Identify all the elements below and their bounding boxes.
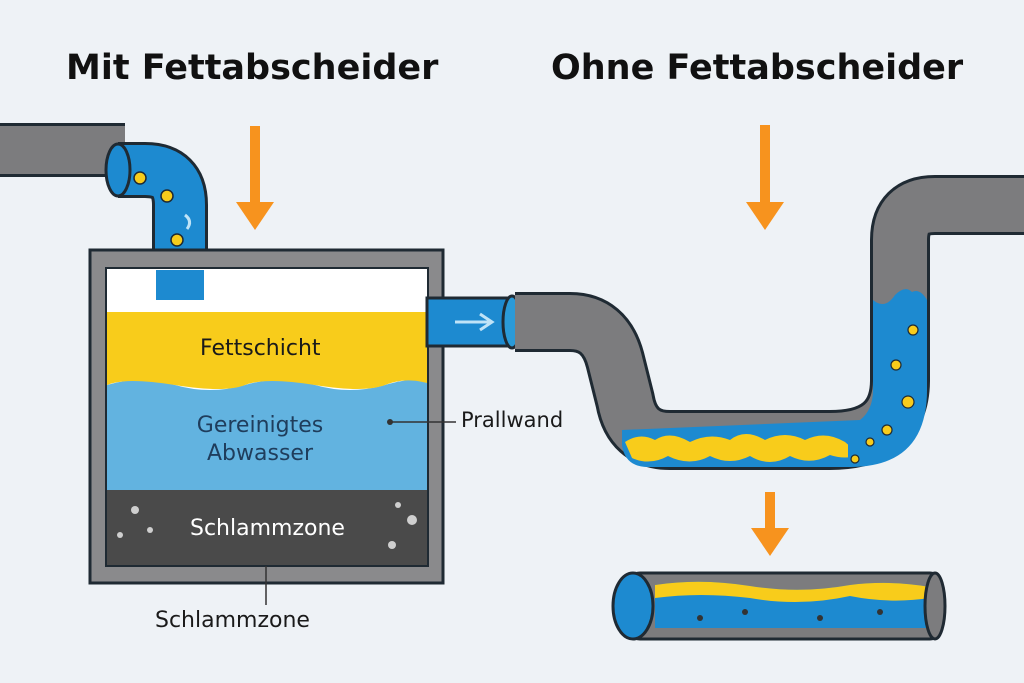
flow-arrow <box>455 312 495 332</box>
label-sludge-zone-outer: Schlammzone <box>155 608 310 633</box>
backed-up-water <box>622 289 927 467</box>
clean-water-layer <box>107 379 427 490</box>
grease-layer <box>107 312 427 389</box>
title-with-trap: Mit Fettabscheider <box>66 48 439 88</box>
label-clean-water: Gereinigtes Abwasser <box>196 413 324 466</box>
grease-blockage <box>625 434 860 462</box>
arrow-right-top <box>746 125 784 230</box>
clogged-pipe-section <box>611 571 947 641</box>
title-without-trap: Ohne Fettabscheider <box>551 48 964 88</box>
label-baffle: Prallwand <box>461 408 564 432</box>
arrow-right-bottom <box>751 492 789 556</box>
label-grease-layer: Fettschicht <box>200 336 321 361</box>
label-sludge-zone-inner: Schlammzone <box>190 516 345 541</box>
sludge-layer <box>107 490 427 565</box>
arrow-left-top <box>236 126 274 230</box>
